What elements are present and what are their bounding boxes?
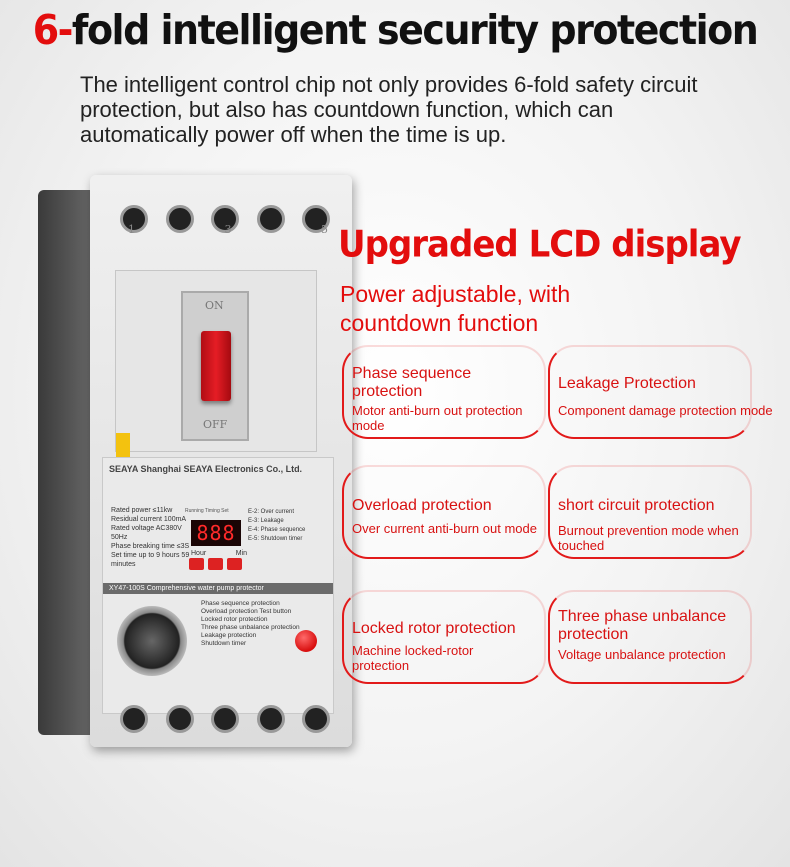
switch-slot: ON OFF [181,291,249,441]
top-terminals [120,205,330,233]
terminal-number: 1 [128,223,135,236]
feature-item: Shutdown timer [201,640,247,647]
feature-list: Phase sequence protection Overload prote… [201,600,300,648]
switch-panel: ON OFF [115,270,317,452]
terminal-screw-icon [256,705,285,733]
terminal-screw-icon [256,205,285,233]
spec-item: Residual current 100mA [111,516,187,523]
terminal-number: 3 [224,223,232,236]
lcd-labels: Running Timing Set [185,508,229,514]
feature-card-three-phase: Three phase unbalance protection Voltage… [548,590,752,684]
card-desc: Burnout prevention mode when touched [558,523,739,553]
protector-device-image: 1 3 5 ON OFF SEAYA Shanghai SEAYA Electr… [38,175,352,747]
feature-item: Leakage protection [201,632,257,639]
card-desc: Machine locked-rotor protection [352,643,474,673]
spec-item: Rated voltage AC380V 50Hz [111,525,182,541]
card-desc: Voltage unbalance protection [558,647,726,662]
card-title: Phase sequence protection [352,365,472,400]
mode-list: E-2: Over current E-3: Leakage E-4: Phas… [248,508,305,544]
card-desc: Motor anti-burn out protection mode [352,403,523,433]
card-title: Leakage Protection [558,375,696,392]
card-title: short circuit protection [558,497,715,514]
device-front: 1 3 5 ON OFF SEAYA Shanghai SEAYA Electr… [90,175,352,747]
page-subtitle: The intelligent control chip not only pr… [80,72,698,147]
feature-item: Overload protection Test button [201,608,292,615]
plus-button[interactable] [208,558,223,570]
terminal-screw-icon [302,705,330,733]
card-desc: Component damage protection mode [558,403,773,418]
hour-label: Hour [191,550,207,557]
title-number: 6- [32,6,74,54]
control-panel: SEAYA Shanghai SEAYA Electronics Co., Lt… [102,457,334,714]
model-bar: XY47-100S Comprehensive water pump prote… [103,583,333,594]
hour-min-labels: Hour Min [191,550,247,557]
device-buttons [189,558,242,570]
adjust-knob-icon[interactable] [117,606,187,676]
feature-item: Phase sequence protection [201,600,280,607]
bottom-terminals [120,705,330,733]
feature-card-leakage: Leakage Protection Component damage prot… [548,345,773,439]
spec-item: Phase breaking time ≤3S [111,543,190,550]
test-button[interactable] [295,630,317,652]
card-title: Three phase unbalance protection [558,608,727,643]
mode-item: E-3: Leakage [248,518,284,524]
specs-list: Rated power ≤11kw Residual current 100mA… [111,506,191,569]
terminal-screw-icon [165,705,194,733]
card-desc: Over current anti-burn out mode [352,521,537,536]
min-label: Min [235,550,247,557]
mode-item: E-5: Shutdown timer [248,536,303,542]
card-title: Overload protection [352,497,492,514]
feature-card-short-circuit: short circuit protection Burnout prevent… [548,465,752,559]
lcd-section-title: Upgraded LCD display [338,223,742,267]
spec-item: Set time up to 9 hours 59 minutes [111,552,190,568]
terminal-numbers: 1 3 5 [128,223,328,236]
brand-label: SEAYA Shanghai SEAYA Electronics Co., Lt… [109,464,303,474]
title-text: fold intelligent security protection [71,6,759,54]
terminal-screw-icon [120,205,148,233]
terminal-screw-icon [165,205,194,233]
mode-item: E-4: Phase sequence [248,527,306,533]
terminal-screw-icon [302,205,330,233]
feature-card-locked-rotor: Locked rotor protection Machine locked-r… [342,590,546,684]
terminal-screw-icon [211,705,239,733]
card-title: Locked rotor protection [352,620,516,637]
switch-on-label: ON [205,299,224,312]
switch-lever[interactable] [201,331,231,401]
device-side [38,190,96,735]
terminal-number: 5 [321,223,328,236]
minus-button[interactable] [227,558,242,570]
feature-card-phase-sequence: Phase sequence protection Motor anti-bur… [342,345,546,439]
spec-item: Rated power ≤11kw [111,507,173,514]
lcd-section-subtitle: Power adjustable, with countdown functio… [340,281,571,336]
lcd-display: 888 [191,520,241,546]
terminal-screw-icon [120,705,148,733]
page-title: 6-fold intelligent security protection [0,6,790,54]
feature-item: Three phase unbalance protection [201,624,300,631]
set-button[interactable] [189,558,204,570]
mode-item: E-2: Over current [248,509,295,515]
feature-card-overload: Overload protection Over current anti-bu… [342,465,546,559]
switch-off-label: OFF [203,418,228,431]
feature-item: Locked rotor protection [201,616,268,623]
terminal-screw-icon [211,205,239,233]
